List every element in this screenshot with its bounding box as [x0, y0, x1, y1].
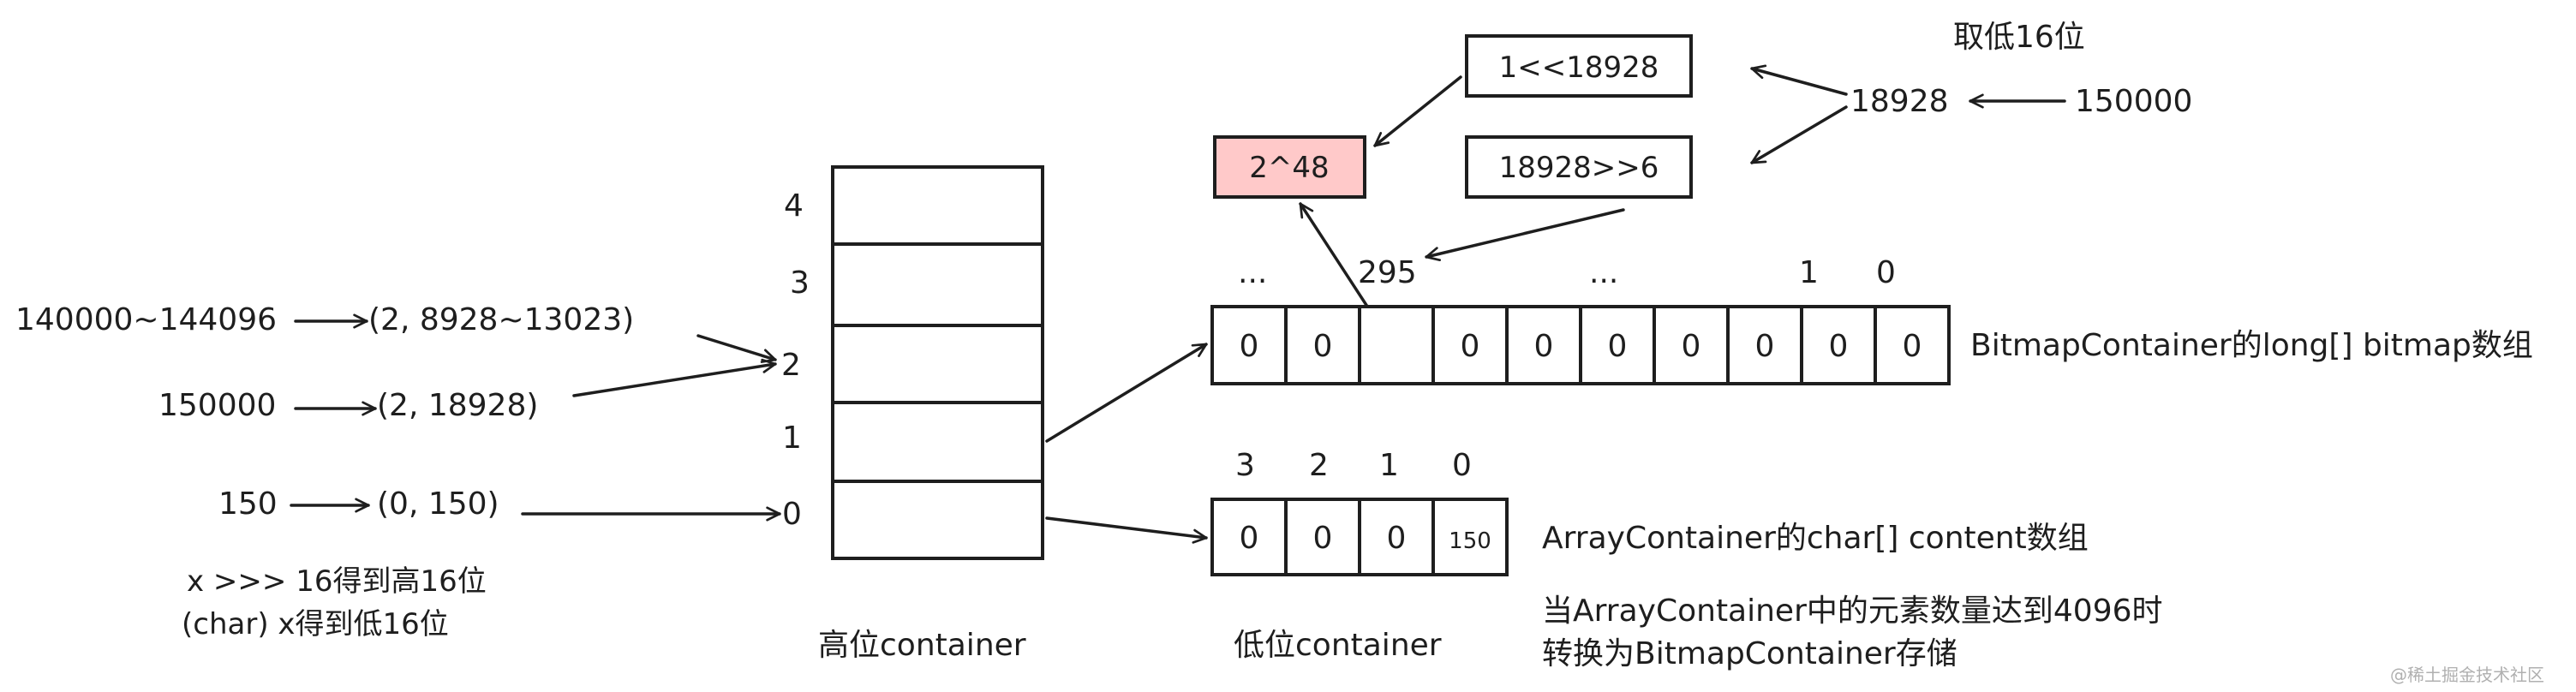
- bitmap-index-295: 295: [1358, 255, 1417, 290]
- high-container-cell: [831, 480, 1044, 560]
- shift-left-label: 1<<18928: [1499, 51, 1659, 85]
- mapping-input-2: 150000: [158, 388, 276, 423]
- mapping-pair-2: (2, 18928): [377, 388, 538, 423]
- watermark: @稀土掘金技术社区: [2390, 665, 2544, 685]
- bitmap-cell: [1358, 305, 1435, 385]
- content-array: 0 0 0 150: [1210, 498, 1509, 576]
- array-note-line2: 转换为BitmapContainer存储: [1542, 636, 1957, 671]
- result-box: [1213, 135, 1366, 199]
- mapping-input-3: 150: [218, 486, 278, 522]
- shift-right-box: [1465, 135, 1693, 199]
- bitmap-index-ellipsis-left: ...: [1238, 255, 1267, 290]
- result-label: 2^48: [1249, 151, 1329, 185]
- high-container-caption: 高位container: [818, 628, 1026, 663]
- array-index-2: 2: [1309, 448, 1329, 483]
- middle-to-shift-right-arrow: [1750, 105, 1848, 164]
- high-index-2: 2: [781, 348, 801, 383]
- high-container-cell: [831, 165, 1044, 246]
- bitmap-cell: [1874, 305, 1951, 385]
- high-container-cell: [831, 324, 1044, 404]
- bitmap-cell: [1431, 305, 1509, 385]
- bitmap-array: 0 0 0 0 0 0 0 0 0: [1210, 305, 1951, 385]
- take-low16-label: 取低16位: [1953, 20, 2085, 55]
- bitmap-index-1: 1: [1799, 255, 1819, 290]
- array-index-1: 1: [1379, 448, 1399, 483]
- array-cell-value: 0: [1240, 521, 1259, 556]
- high-index-3: 3: [790, 265, 810, 301]
- bitmap-cell: [1800, 305, 1877, 385]
- shift-right-label: 18928>>6: [1499, 151, 1659, 185]
- bitmap-cell-value: 0: [1682, 329, 1701, 364]
- source-value: 150000: [2075, 84, 2192, 119]
- pair1-to-index2-arrow: [696, 334, 777, 363]
- note-shift: x >>> 16得到高16位: [187, 564, 487, 599]
- bitmap-cell: [1653, 305, 1730, 385]
- array-note-line1: 当ArrayContainer中的元素数量达到4096时: [1542, 594, 2163, 629]
- mapping-pair-3: (0, 150): [377, 486, 499, 522]
- bitmap-cell: [1579, 305, 1656, 385]
- array-cell-value: 150: [1449, 528, 1491, 554]
- high-index-1: 1: [782, 421, 802, 456]
- note-cast: (char) x得到低16位: [182, 607, 449, 641]
- bitmap-cell-value: 0: [1313, 329, 1333, 364]
- shift-left-to-result-arrow: [1373, 75, 1462, 147]
- array-label: ArrayContainer的char[] content数组: [1542, 521, 2089, 556]
- array-cell: [1210, 498, 1288, 576]
- high-container: [831, 165, 1044, 560]
- bitmap-cell-value: 0: [1608, 329, 1628, 364]
- bitmap-cell-value: 0: [1755, 329, 1775, 364]
- mapping-pair-1: (2, 8928~13023): [368, 302, 634, 337]
- array-cell: [1284, 498, 1361, 576]
- bitmap-cell-value: 0: [1240, 329, 1259, 364]
- high-to-array-arrow: [1045, 516, 1208, 544]
- bitmap-cell-value: 0: [1534, 329, 1554, 364]
- high-container-cell: [831, 242, 1044, 327]
- high-index-0: 0: [782, 497, 802, 532]
- high-to-bitmap-arrow: [1045, 343, 1208, 443]
- array-index-0: 0: [1452, 448, 1472, 483]
- bitmap-cell-value: 0: [1461, 329, 1480, 364]
- bitmap-cell: [1284, 305, 1361, 385]
- bitmap-cell-value: 0: [1903, 329, 1922, 364]
- high-index-4: 4: [784, 188, 804, 224]
- shift-right-to-295-arrow: [1425, 208, 1625, 262]
- middle-to-shift-left-arrow: [1750, 64, 1848, 96]
- middle-value: 18928: [1850, 84, 1949, 119]
- bitmap-label: BitmapContainer的long[] bitmap数组: [1970, 328, 2533, 363]
- high-container-cell: [831, 401, 1044, 483]
- low-container-caption: 低位container: [1234, 628, 1442, 663]
- array-cell: [1431, 498, 1509, 576]
- bitmap-index-0: 0: [1876, 255, 1896, 290]
- array-cell-value: 0: [1387, 521, 1407, 556]
- bitmap-index-ellipsis-right: ...: [1589, 255, 1618, 290]
- bitmap-cell-value: 0: [1829, 329, 1849, 364]
- pair2-to-index2-arrow: [572, 358, 777, 397]
- shift-left-box: [1465, 34, 1693, 98]
- bitmap-cell: [1726, 305, 1803, 385]
- bitmap-cell: [1210, 305, 1288, 385]
- array-index-3: 3: [1235, 448, 1255, 483]
- array-cell-value: 0: [1313, 521, 1333, 556]
- mapping-input-1: 140000~144096: [15, 302, 277, 337]
